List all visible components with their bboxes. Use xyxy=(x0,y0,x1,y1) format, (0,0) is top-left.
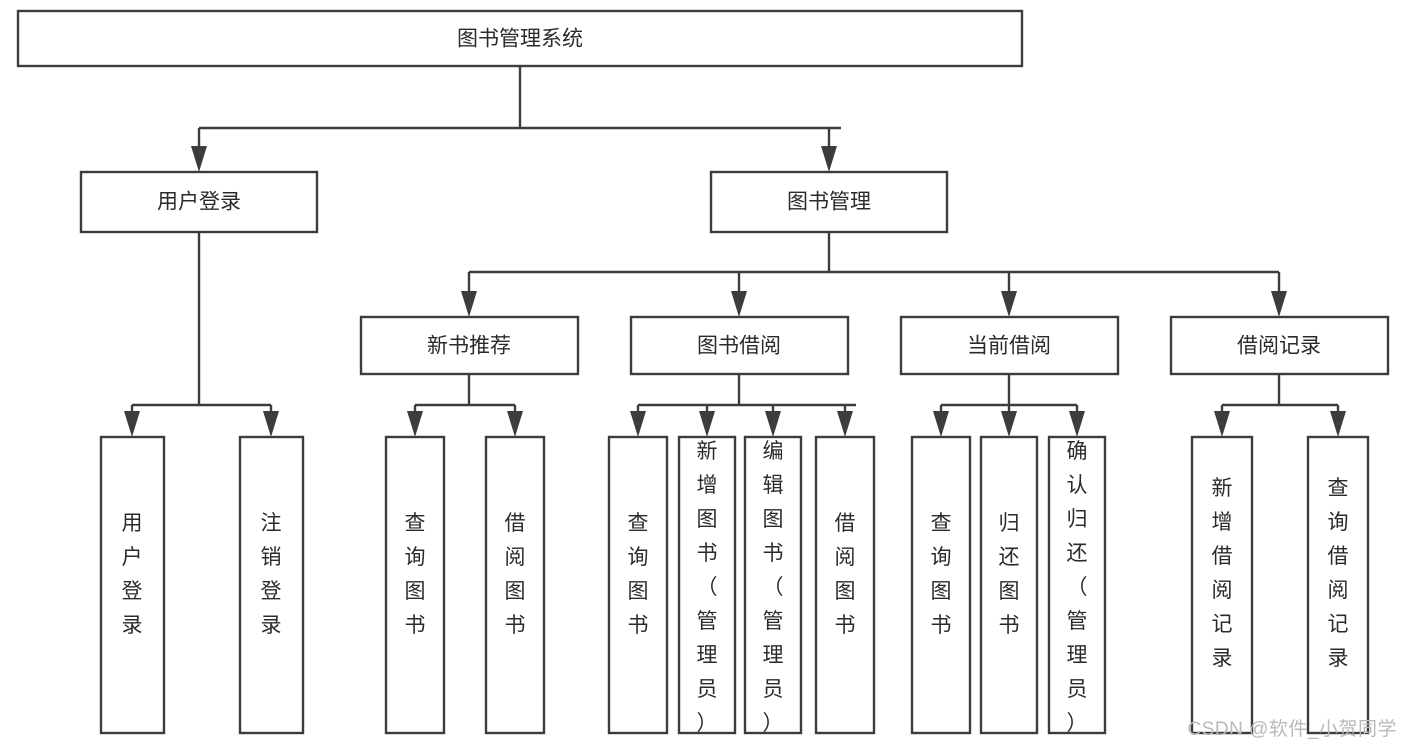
leaf-node[interactable]: 查询图书 xyxy=(910,435,972,735)
leaf-user-login-box xyxy=(99,435,166,735)
edges-bookborrow-to-leaves xyxy=(630,374,856,437)
arrowhead-borrowrecord-leaf2 xyxy=(1330,411,1346,437)
leaf-newbook-query-box xyxy=(384,435,446,735)
leaf-borrowrecord-query-box xyxy=(1306,435,1370,735)
leaf-borrowrecord-add-box xyxy=(1190,435,1254,735)
leaf-bookborrow-borrow-label: 借阅图书 xyxy=(835,512,856,637)
leaf-bookborrow-edit-box xyxy=(743,435,803,735)
node-user-login-label: 用户登录 xyxy=(157,191,241,214)
leaf-node[interactable]: 用户登录 xyxy=(99,435,166,735)
arrowhead-currentborrow-leaf2 xyxy=(1001,411,1017,437)
leaf-node[interactable]: 新增借阅记录 xyxy=(1190,435,1254,735)
leaf-node[interactable]: 确认归还（管理员） xyxy=(1047,435,1107,735)
edges-borrowrecord-to-leaves xyxy=(1214,374,1346,437)
leaf-node[interactable]: 借阅图书 xyxy=(484,435,546,735)
leaf-bookborrow-borrow-box xyxy=(814,435,876,735)
node-new-book-recommend-box xyxy=(359,315,580,376)
arrowhead-currentborrow-leaf1 xyxy=(933,411,949,437)
leaf-logout-label: 注销登录 xyxy=(261,512,282,637)
leaf-currentborrow-confirm-box xyxy=(1047,435,1107,735)
leaf-currentborrow-query-label: 查询图书 xyxy=(931,512,952,637)
node-current-borrow[interactable]: 当前借阅 xyxy=(899,315,1120,376)
leaf-currentborrow-return-box xyxy=(979,435,1039,735)
node-borrow-record-box xyxy=(1169,315,1390,376)
leaf-borrowrecord-add-label: 新增借阅记录 xyxy=(1212,477,1233,670)
edges-root-to-level2 xyxy=(191,66,841,172)
arrowhead-user-login xyxy=(191,146,207,172)
node-book-management[interactable]: 图书管理 xyxy=(709,170,949,234)
arrowhead-bookborrow-leaf2 xyxy=(699,411,715,437)
arrowhead-bookborrow xyxy=(731,291,747,317)
arrowhead-borrowrecord-leaf1 xyxy=(1214,411,1230,437)
leaf-currentborrow-return-label: 归还图书 xyxy=(999,512,1020,637)
edges-currentborrow-to-leaves xyxy=(933,374,1085,437)
node-user-login[interactable]: 用户登录 xyxy=(79,170,319,234)
leaf-node[interactable]: 归还图书 xyxy=(979,435,1039,735)
leaf-user-login-label: 用户登录 xyxy=(122,512,143,637)
leaf-newbook-borrow-label: 借阅图书 xyxy=(505,512,526,637)
arrowhead-newbook xyxy=(461,291,477,317)
node-book-borrow-label: 图书借阅 xyxy=(697,335,781,358)
leaf-node[interactable]: 查询图书 xyxy=(607,435,669,735)
leaf-bookborrow-add-box xyxy=(677,435,737,735)
leaf-bookborrow-edit-label: 编辑图书（管理员） xyxy=(763,440,784,735)
leaf-currentborrow-confirm-label: 确认归还（管理员） xyxy=(1067,440,1088,735)
leaf-node[interactable]: 查询图书 xyxy=(384,435,446,735)
node-book-borrow[interactable]: 图书借阅 xyxy=(629,315,850,376)
node-new-book-recommend-label: 新书推荐 xyxy=(427,335,511,358)
leaf-logout-box xyxy=(238,435,305,735)
leaf-node[interactable]: 查询借阅记录 xyxy=(1306,435,1370,735)
leaf-newbook-borrow-box xyxy=(484,435,546,735)
node-borrow-record[interactable]: 借阅记录 xyxy=(1169,315,1390,376)
arrowhead-newbook-leaf1 xyxy=(407,411,423,437)
node-current-borrow-label: 当前借阅 xyxy=(967,335,1051,358)
leaf-bookborrow-query-label: 查询图书 xyxy=(628,512,649,637)
node-book-management-box xyxy=(709,170,949,234)
arrowhead-bookborrow-leaf3 xyxy=(765,411,781,437)
leaf-node[interactable]: 借阅图书 xyxy=(814,435,876,735)
edges-bookmgmt-to-level3 xyxy=(461,232,1287,317)
edges-newbook-to-leaves xyxy=(407,374,523,437)
leaf-currentborrow-query-box xyxy=(910,435,972,735)
arrowhead-bookborrow-leaf1 xyxy=(630,411,646,437)
node-new-book-recommend[interactable]: 新书推荐 xyxy=(359,315,580,376)
arrowhead-borrowrecord xyxy=(1271,291,1287,317)
arrowhead-userlogin-leaf1 xyxy=(124,411,140,437)
edges-userlogin-to-leaves xyxy=(124,232,279,437)
node-root-label: 图书管理系统 xyxy=(457,28,583,51)
arrowhead-currentborrow xyxy=(1001,291,1017,317)
leaf-borrowrecord-query-label: 查询借阅记录 xyxy=(1328,477,1349,670)
leaf-node[interactable]: 编辑图书（管理员） xyxy=(743,435,803,735)
node-root-box xyxy=(16,9,1024,68)
node-book-borrow-box xyxy=(629,315,850,376)
leaf-node[interactable]: 新增图书（管理员） xyxy=(677,435,737,735)
arrowhead-currentborrow-leaf3 xyxy=(1069,411,1085,437)
node-root-system[interactable]: 图书管理系统 xyxy=(16,9,1024,68)
arrowhead-book-mgmt xyxy=(821,146,837,172)
leaf-newbook-query-label: 查询图书 xyxy=(405,512,426,637)
node-book-management-label: 图书管理 xyxy=(787,191,871,214)
leaf-bookborrow-add-label: 新增图书（管理员） xyxy=(697,440,718,735)
arrowhead-userlogin-leaf2 xyxy=(263,411,279,437)
node-borrow-record-label: 借阅记录 xyxy=(1237,335,1321,358)
node-current-borrow-box xyxy=(899,315,1120,376)
node-user-login-box xyxy=(79,170,319,234)
leaf-bookborrow-query-box xyxy=(607,435,669,735)
leaf-node[interactable]: 注销登录 xyxy=(238,435,305,735)
arrowhead-bookborrow-leaf4 xyxy=(837,411,853,437)
arrowhead-newbook-leaf2 xyxy=(507,411,523,437)
